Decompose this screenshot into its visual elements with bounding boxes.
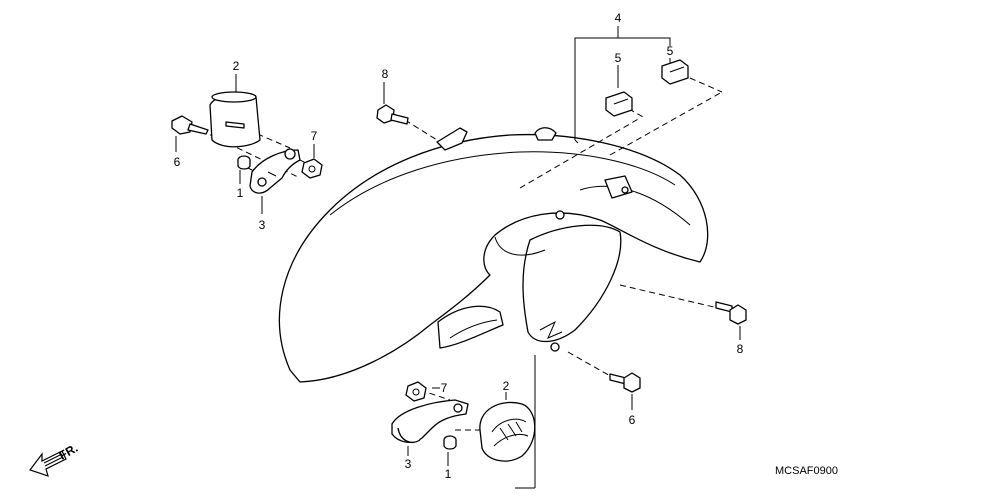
front-arrow-icon [29, 450, 67, 477]
reflector-bracket-upper [249, 148, 301, 194]
callout-7-bottom: 7 [441, 381, 448, 395]
callout-4: 4 [615, 11, 622, 25]
clip-nut-left [605, 91, 633, 117]
callout-2-bottom: 2 [503, 379, 510, 393]
clip-nut-right [661, 59, 689, 85]
front-fender [278, 127, 709, 383]
callout-1-top: 1 [237, 186, 244, 200]
collar-upper [237, 155, 251, 170]
reflector-upper [209, 91, 261, 148]
callout-3-top: 3 [259, 218, 266, 232]
collar-lower [443, 435, 457, 450]
callout-2-top: 2 [233, 59, 240, 73]
callout-5-left: 5 [615, 51, 622, 65]
callout-5-right: 5 [667, 44, 674, 58]
callout-6-top: 6 [174, 155, 181, 169]
bracket-lines [574, 26, 671, 144]
callout-8-right: 8 [737, 342, 744, 356]
reflector-lower [479, 401, 536, 462]
diagram-code: MCSAF0900 [775, 465, 838, 477]
callout-7-top: 7 [311, 129, 318, 143]
label-leaders [175, 74, 741, 466]
reflector-bracket-lower [391, 399, 469, 444]
callout-labels: 2 6 1 3 7 8 4 5 5 8 6 7 2 3 1 [174, 11, 744, 481]
callout-6-bottom: 6 [629, 413, 636, 427]
bolt-lower [609, 372, 641, 393]
bolt-upper [171, 115, 209, 135]
nut-upper [301, 158, 323, 179]
nut-lower [405, 381, 427, 402]
front-direction-marker: FR. [29, 441, 80, 477]
bolt-top [376, 104, 409, 125]
callout-8-top: 8 [382, 67, 389, 81]
callout-1-bottom: 1 [445, 467, 452, 481]
callout-3-bottom: 3 [405, 457, 412, 471]
bolt-right [715, 301, 747, 325]
